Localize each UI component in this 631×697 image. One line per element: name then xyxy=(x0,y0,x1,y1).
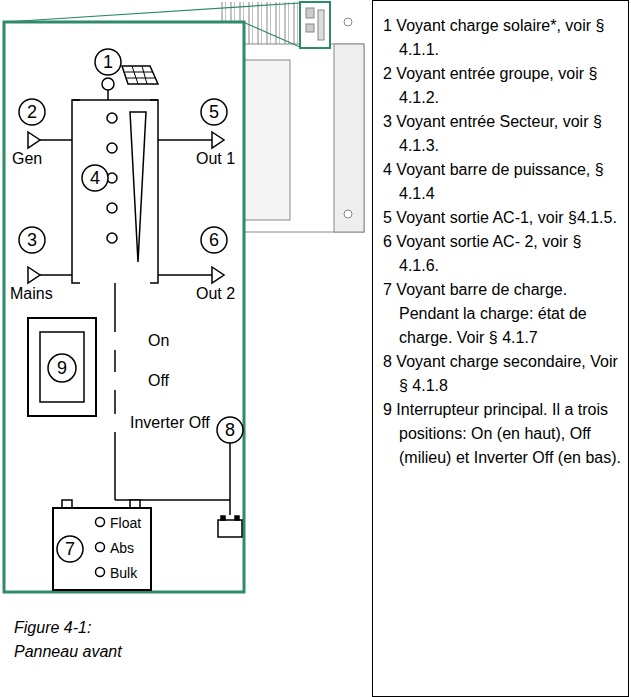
panel-label: Inverter Off xyxy=(130,414,210,432)
callout-number: 3 xyxy=(27,231,37,249)
charge-state-label: Float xyxy=(110,511,150,536)
description-box: 1 Voyant charge solaire*, voir § 4.1.1.2… xyxy=(372,0,629,697)
description-item: 1 Voyant charge solaire*, voir § 4.1.1. xyxy=(383,14,622,62)
panel-label: Off xyxy=(148,372,169,390)
callout-number: 6 xyxy=(209,231,219,249)
panel-label: Out 2 xyxy=(196,285,235,303)
callout-number: 8 xyxy=(225,421,235,439)
figure-caption: Figure 4-1: Panneau avant xyxy=(14,616,154,664)
description-item: 6 Voyant sortie AC- 2, voir § 4.1.6. xyxy=(383,230,622,278)
description-item: 3 Voyant entrée Secteur, voir § 4.1.3. xyxy=(383,110,622,158)
description-item: 9 Interrupteur principal. Il a trois pos… xyxy=(383,398,622,470)
callout-number: 1 xyxy=(103,53,113,71)
description-item: 5 Voyant sortie AC-1, voir §4.1.5. xyxy=(383,206,622,230)
charge-state-label: Abs xyxy=(110,536,150,561)
description-item: 7 Voyant barre de charge. Pendant la cha… xyxy=(383,278,622,350)
description-item: 2 Voyant entrée groupe, voir § 4.1.2. xyxy=(383,62,622,110)
callout-number: 7 xyxy=(65,540,75,558)
panel-label: Mains xyxy=(10,285,53,303)
description-item: 4 Voyant barre de puissance, § 4.1.4 xyxy=(383,158,622,206)
callout-number: 9 xyxy=(57,359,67,377)
panel-symbols xyxy=(19,49,243,577)
panel-label: Out 1 xyxy=(196,150,235,168)
callout-number: 4 xyxy=(90,169,100,187)
charge-state-label: Bulk xyxy=(110,561,150,586)
callout-number: 5 xyxy=(209,103,219,121)
callout-number: 2 xyxy=(27,103,37,121)
panel-label: On xyxy=(148,332,169,350)
description-item: 8 Voyant charge secondaire, Voir § 4.1.8 xyxy=(383,350,622,398)
panel-label: Gen xyxy=(12,150,42,168)
panel-outline xyxy=(4,22,244,592)
